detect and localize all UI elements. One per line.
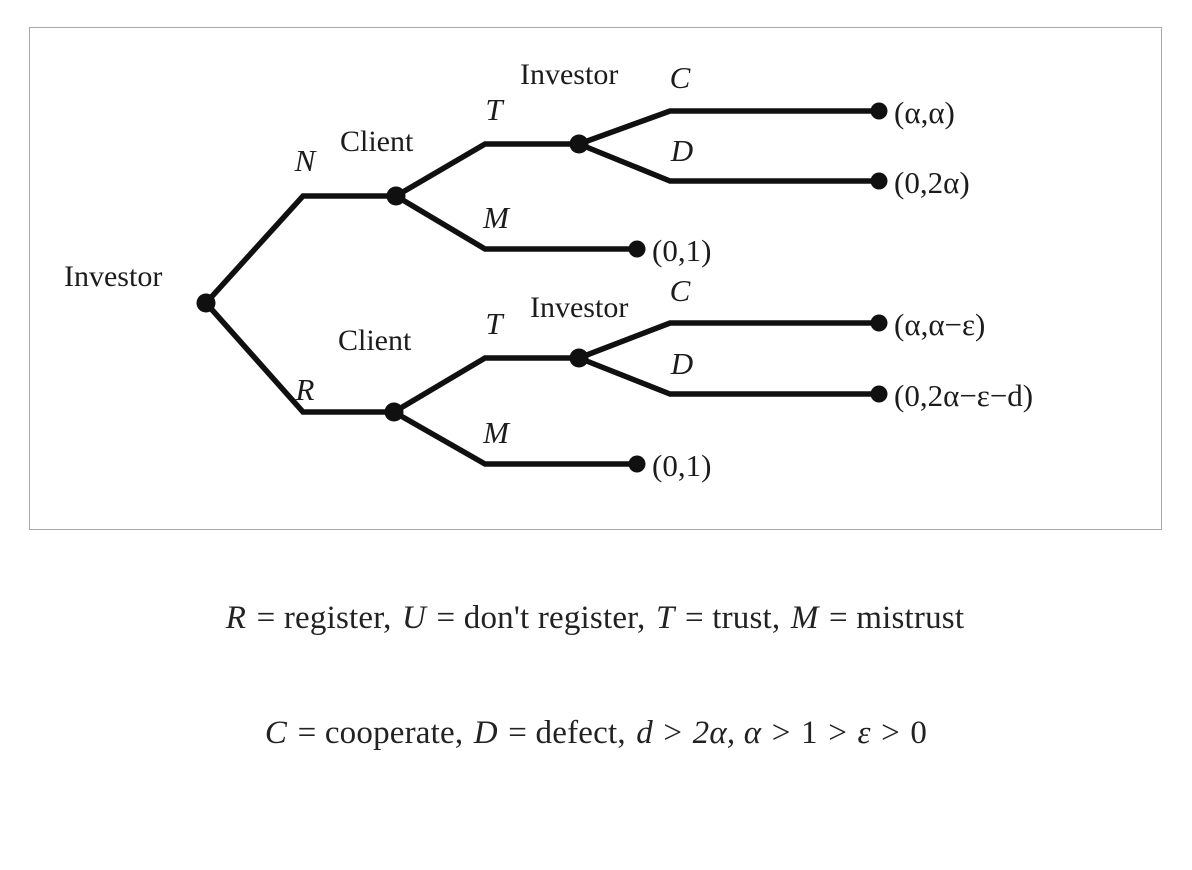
legend-ineq1-left: d: [636, 715, 653, 751]
branch-investor-bottom-to-terminal-c: [578, 320, 879, 361]
payoff-top-m: (0,1): [652, 233, 711, 268]
node-root-investor[interactable]: [196, 293, 216, 313]
legend-ineq1-operator: >: [663, 715, 683, 751]
legend-ineq1-right: 2α,: [692, 715, 736, 751]
branch-root-to-client-bottom: [203, 301, 394, 415]
node-investor-bottom[interactable]: [569, 348, 589, 368]
terminal-dot-bottom-m: [628, 455, 646, 473]
legend-def-u: = don't register,: [436, 600, 646, 636]
payoff-bottom-m: (0,1): [652, 448, 711, 483]
edge-label-d-bottom: D: [670, 346, 693, 381]
edge-label-d-top: D: [670, 133, 693, 168]
legend-ineq2-operator-1: >: [771, 715, 791, 751]
payoff-top-d: (0,2α): [894, 165, 970, 200]
game-tree-svg: Investor Client Investor Client Investor…: [64, 58, 1033, 483]
legend-def-t: = trust,: [684, 600, 781, 636]
legend-line-2: C = cooperate, D = defect, d > 2α, α > 1…: [0, 715, 1192, 752]
payoff-bottom-d: (0,2α−ε−d): [894, 378, 1033, 413]
branch-client-top-to-terminal-m: [394, 193, 637, 252]
legend-ineq2-one: 1: [801, 715, 818, 751]
legend-symbol-r: R: [225, 600, 247, 636]
legend-ineq2-epsilon: ε: [857, 715, 871, 751]
branch-investor-bottom-to-terminal-d: [577, 355, 879, 397]
label-client-top: Client: [340, 125, 414, 158]
legend-def-d: = defect,: [508, 715, 626, 751]
game-tree-frame: Investor Client Investor Client Investor…: [29, 27, 1162, 530]
payoff-bottom-c: (α,α−ε): [894, 307, 985, 342]
legend-ineq2-zero: 0: [910, 715, 928, 751]
branch-root-to-client-top: [203, 193, 396, 305]
branch-client-bottom-to-terminal-m: [392, 409, 637, 467]
edge-label-t-bottom: T: [485, 306, 505, 341]
legend-def-r: = register,: [256, 600, 392, 636]
edge-label-c-top: C: [670, 60, 691, 95]
legend-symbol-t: T: [655, 600, 675, 636]
node-client-bottom[interactable]: [384, 402, 404, 422]
edge-label-m-top: M: [482, 200, 511, 235]
label-investor-bottom: Investor: [530, 291, 628, 324]
figure-legend: R = register, U = don't register, T = tr…: [0, 600, 1192, 752]
edge-label-r: R: [295, 372, 315, 407]
terminal-dot-top-d: [870, 172, 888, 190]
legend-def-c: = cooperate,: [297, 715, 464, 751]
edge-label-c-bottom: C: [670, 273, 691, 308]
node-client-top[interactable]: [386, 186, 406, 206]
terminal-dot-bottom-c: [870, 314, 888, 332]
legend-ineq2-alpha: α: [743, 715, 762, 751]
payoff-top-c: (α,α): [894, 95, 955, 130]
legend-ineq2-operator-3: >: [881, 715, 900, 751]
branch-investor-top-to-terminal-c: [578, 108, 879, 147]
branch-client-bottom-to-investor-bottom: [392, 355, 579, 415]
legend-symbol-u: U: [402, 600, 427, 636]
label-root-investor: Investor: [64, 260, 162, 293]
branch-client-top-to-investor-top: [394, 141, 579, 199]
terminal-dot-top-m: [628, 240, 646, 258]
edge-label-t-top: T: [485, 92, 505, 127]
edge-label-n: N: [294, 143, 318, 178]
label-investor-top: Investor: [520, 58, 618, 91]
legend-ineq2-operator-2: >: [828, 715, 848, 751]
node-investor-top[interactable]: [569, 134, 589, 154]
terminal-dot-bottom-d: [870, 385, 888, 403]
branch-investor-top-to-terminal-d: [577, 141, 879, 184]
edge-label-m-bottom: M: [482, 415, 511, 450]
legend-symbol-c: C: [264, 715, 288, 751]
legend-symbol-m: M: [790, 600, 819, 636]
terminal-dot-top-c: [870, 102, 888, 120]
legend-symbol-d: D: [473, 715, 498, 751]
label-client-bottom: Client: [338, 324, 412, 357]
legend-line-1: R = register, U = don't register, T = tr…: [0, 600, 1192, 637]
legend-def-m: = mistrust: [828, 600, 965, 636]
